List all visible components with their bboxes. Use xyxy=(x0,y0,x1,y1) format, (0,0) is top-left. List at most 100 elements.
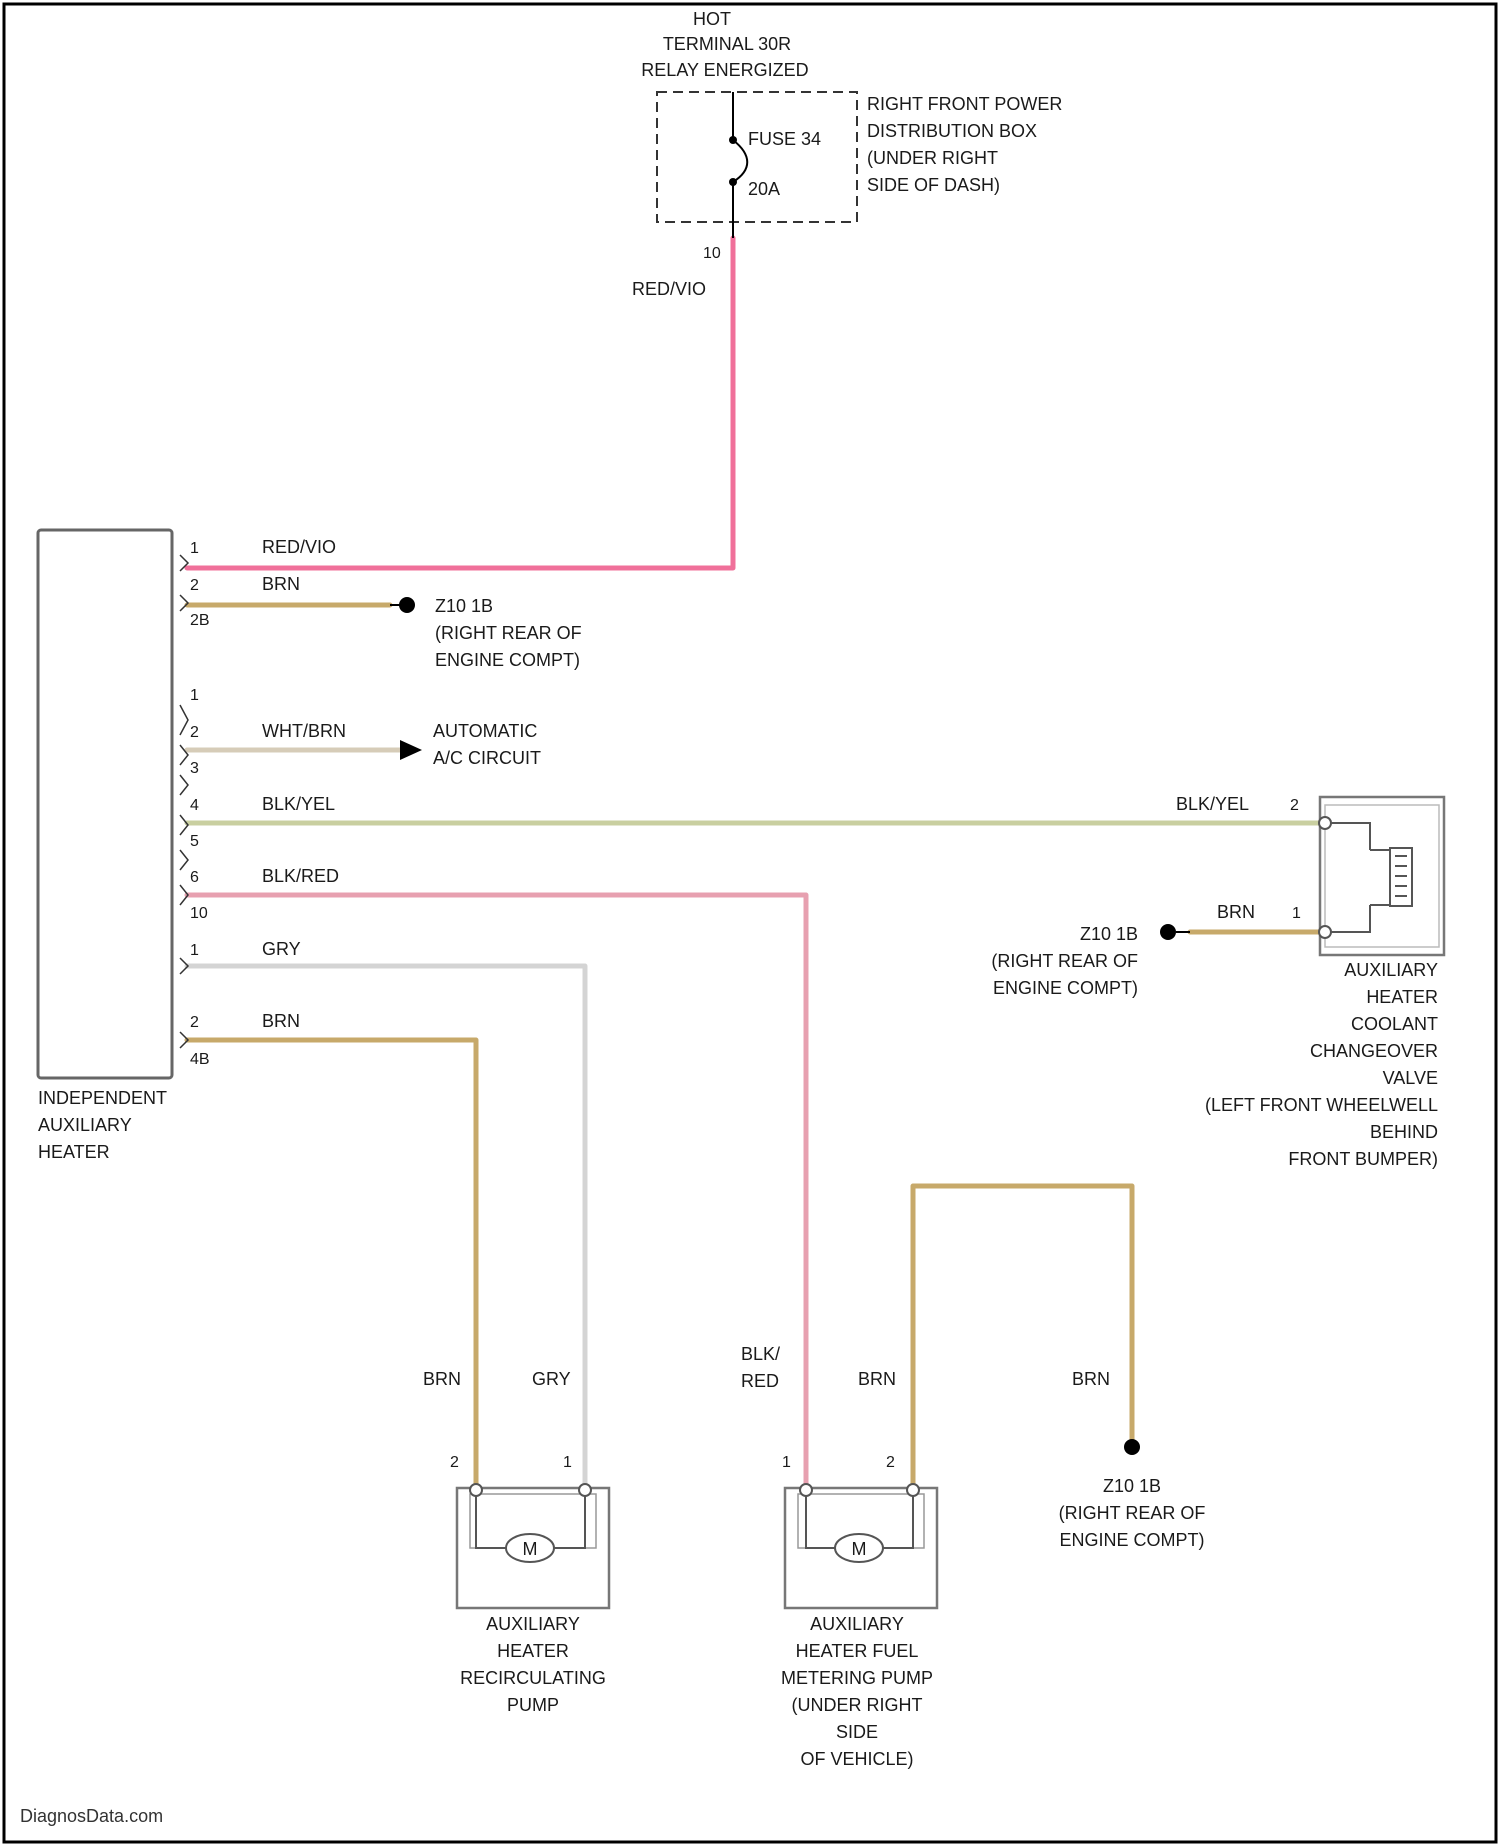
valve-name-line6: (LEFT FRONT WHEELWELL xyxy=(1205,1095,1438,1115)
fuel-pump-name-line1: AUXILIARY xyxy=(810,1614,904,1634)
hot-label-line2: TERMINAL 30R xyxy=(663,34,791,54)
wire-label-d1: GRY xyxy=(262,939,301,959)
ground-mid-line1: (RIGHT REAR OF xyxy=(991,951,1138,971)
valve-wire-bot-label: BRN xyxy=(1217,902,1255,922)
distribution-box-line2: DISTRIBUTION BOX xyxy=(867,121,1037,141)
recirc-pump-pin-right: 1 xyxy=(563,1454,572,1471)
recirc-pump-pin-left: 2 xyxy=(450,1454,459,1471)
ground-mid-name: Z10 1B xyxy=(1080,924,1138,944)
fuse-out-pin: 10 xyxy=(703,245,721,262)
heater-b-pin2: 2 xyxy=(190,724,199,741)
distribution-box-line3: (UNDER RIGHT xyxy=(867,148,998,168)
wire-blk-red xyxy=(187,895,806,1490)
wire-label-d2: BRN xyxy=(262,1011,300,1031)
ground-bottom: Z10 1B (RIGHT REAR OF ENGINE COMPT) xyxy=(1059,1439,1206,1550)
valve-wire-top-label: BLK/YEL xyxy=(1176,794,1249,814)
fuel-pump-wire-left-label-line2: RED xyxy=(741,1371,779,1391)
heater-connector-b xyxy=(180,705,188,905)
heater-c-id: 4B xyxy=(190,1051,210,1068)
heater-connector-c xyxy=(180,958,188,1048)
fuse-rating: 20A xyxy=(748,179,780,199)
ground-top-name: Z10 1B xyxy=(435,596,493,616)
ac-arrow-line1: AUTOMATIC xyxy=(433,721,537,741)
heater-name-line2: AUXILIARY xyxy=(38,1115,132,1135)
fuel-pump-wire-left-label-line1: BLK/ xyxy=(741,1344,780,1364)
fuel-pump-pin-right: 2 xyxy=(886,1454,895,1471)
valve-name-line1: AUXILIARY xyxy=(1344,960,1438,980)
heater-b-pin3: 3 xyxy=(190,760,199,777)
fuel-pump-pin2-terminal xyxy=(907,1484,919,1496)
power-distribution-box xyxy=(657,92,857,222)
fuel-metering-pump: M 1 2 BLK/ RED BRN BRN AUXILIARY HEATER … xyxy=(741,1344,1110,1769)
valve-name-line4: CHANGEOVER xyxy=(1310,1041,1438,1061)
heater-b-id: 10 xyxy=(190,905,208,922)
fuse-out-wire-label: RED/VIO xyxy=(632,279,706,299)
fuel-pump-name-line5: SIDE xyxy=(836,1722,878,1742)
hot-label-line1: HOT xyxy=(693,9,731,29)
heater-c-pin2: 2 xyxy=(190,1014,199,1031)
independent-auxiliary-heater: 1 2 2B 1 2 3 4 5 6 10 1 2 4B INDEPENDENT… xyxy=(38,530,210,1162)
distribution-box-line1: RIGHT FRONT POWER xyxy=(867,94,1062,114)
ground-bottom-icon xyxy=(1124,1439,1140,1455)
arrow-right-icon xyxy=(400,740,422,760)
heater-c-pin1: 1 xyxy=(190,942,199,959)
valve-name-line3: COOLANT xyxy=(1351,1014,1438,1034)
wire-label-pin1: RED/VIO xyxy=(262,537,336,557)
recirc-pump-wire-left-label: BRN xyxy=(423,1369,461,1389)
ground-mid: Z10 1B (RIGHT REAR OF ENGINE COMPT) xyxy=(991,924,1190,998)
valve-pin-bot: 1 xyxy=(1292,905,1301,922)
wire-label-c2: WHT/BRN xyxy=(262,721,346,741)
distribution-box-line4: SIDE OF DASH) xyxy=(867,175,1000,195)
recirc-pump-name-line4: PUMP xyxy=(507,1695,559,1715)
heater-a-id: 2B xyxy=(190,612,210,629)
ground-mid-line2: ENGINE COMPT) xyxy=(993,978,1138,998)
fuel-pump-name-line4: (UNDER RIGHT xyxy=(792,1695,923,1715)
fuel-pump-motor-letter: M xyxy=(852,1539,867,1559)
fuel-pump-name-line2: HEATER FUEL xyxy=(796,1641,919,1661)
recirc-pump-pin2-terminal xyxy=(470,1484,482,1496)
heater-a-pin1: 1 xyxy=(190,540,199,557)
recirc-pump-name-line1: AUXILIARY xyxy=(486,1614,580,1634)
wire-brn-fuel-ground xyxy=(913,1186,1132,1490)
heater-b-pin4: 4 xyxy=(190,797,199,814)
heater-name-line1: INDEPENDENT xyxy=(38,1088,167,1108)
recirc-pump-wire-right-label: GRY xyxy=(532,1369,571,1389)
heater-b-pin6: 6 xyxy=(190,869,199,886)
heater-a-pin2: 2 xyxy=(190,577,199,594)
valve-pin2-terminal xyxy=(1319,817,1331,829)
valve-name-line2: HEATER xyxy=(1366,987,1438,1007)
valve-name-line7: BEHIND xyxy=(1370,1122,1438,1142)
fuse-34-icon xyxy=(733,140,747,182)
coolant-changeover-valve: 2 1 BLK/YEL BRN AUXILIARY HEATER COOLANT… xyxy=(1176,794,1444,1169)
wire-label-pin2: BRN xyxy=(262,574,300,594)
ground-top-icon xyxy=(399,597,415,613)
wire-label-c4: BLK/YEL xyxy=(262,794,335,814)
ground-mid-icon xyxy=(1160,924,1176,940)
fuel-pump-wire-right-label: BRN xyxy=(858,1369,896,1389)
recirc-pump-name-line3: RECIRCULATING xyxy=(460,1668,606,1688)
ground-bottom-line1: (RIGHT REAR OF xyxy=(1059,1503,1206,1523)
heater-connector-a xyxy=(180,555,188,611)
recirc-pump-pin1-terminal xyxy=(579,1484,591,1496)
fuel-pump-ground-wire-label: BRN xyxy=(1072,1369,1110,1389)
fuel-pump-pin1-terminal xyxy=(800,1484,812,1496)
ground-top: Z10 1B (RIGHT REAR OF ENGINE COMPT) xyxy=(390,596,582,670)
fuel-pump-pin-left: 1 xyxy=(782,1454,791,1471)
wire-label-c6: BLK/RED xyxy=(262,866,339,886)
ac-arrow-line2: A/C CIRCUIT xyxy=(433,748,541,768)
fuse-name: FUSE 34 xyxy=(748,129,821,149)
recirc-pump-motor-letter: M xyxy=(523,1539,538,1559)
ground-bottom-line2: ENGINE COMPT) xyxy=(1059,1530,1204,1550)
fuse-block: HOT TERMINAL 30R RELAY ENERGIZED FUSE 34… xyxy=(632,9,1062,299)
recirc-pump-name-line2: HEATER xyxy=(497,1641,569,1661)
watermark: DiagnosData.com xyxy=(20,1806,163,1826)
ground-top-line2: ENGINE COMPT) xyxy=(435,650,580,670)
heater-b-pin1: 1 xyxy=(190,687,199,704)
valve-pin-top: 2 xyxy=(1290,797,1299,814)
diagram-frame xyxy=(4,4,1496,1842)
wires-layer xyxy=(187,238,1325,1490)
ground-bottom-name: Z10 1B xyxy=(1103,1476,1161,1496)
wire-brn-recirc xyxy=(187,1040,476,1490)
hot-label-line3: RELAY ENERGIZED xyxy=(641,60,808,80)
valve-pin1-terminal xyxy=(1319,926,1331,938)
